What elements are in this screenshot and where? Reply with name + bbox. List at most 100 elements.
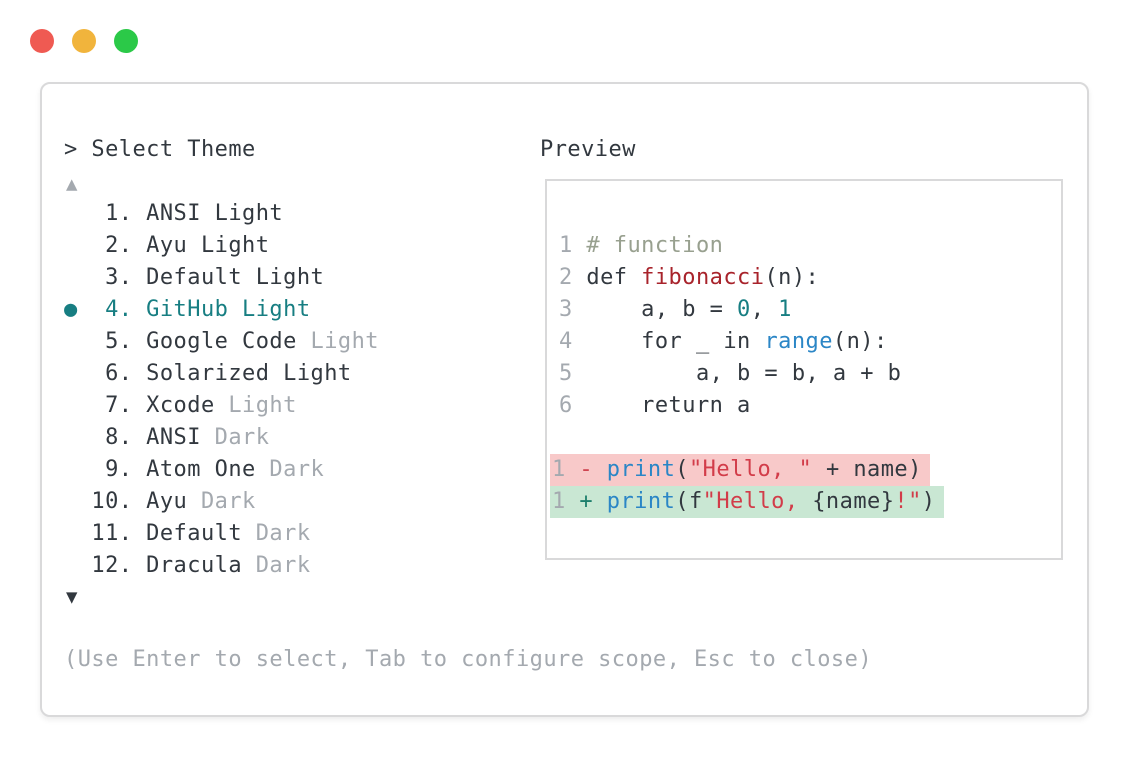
scroll-up-icon[interactable]: ▲ — [66, 173, 78, 195]
token-num: 1 — [552, 457, 566, 482]
theme-option-variant: Dark — [242, 553, 311, 578]
token-txt: (f — [675, 489, 703, 514]
marker-spacer — [64, 393, 91, 418]
code-line — [559, 422, 1061, 454]
theme-option-2[interactable]: 2. Ayu Light — [64, 230, 379, 262]
token-num: 6 — [559, 393, 587, 418]
token-txt: def — [586, 265, 642, 290]
theme-option-variant: Dark — [200, 425, 270, 450]
minimize-button[interactable] — [72, 29, 96, 53]
theme-option-label: 5. Google Code — [91, 329, 297, 354]
theme-option-label: 3. Default Light — [91, 265, 325, 290]
marker-spacer — [64, 233, 91, 258]
theme-option-5[interactable]: 5. Google Code Light — [64, 326, 379, 358]
token-txt: return a — [586, 393, 751, 418]
theme-option-variant: Light — [214, 393, 297, 418]
token-txt: for _ in — [586, 329, 765, 354]
diff-line-ins: 1 + print(f"Hello, {name}!") — [550, 486, 1061, 518]
token-num: 3 — [559, 297, 587, 322]
token-txt: ) — [921, 489, 936, 514]
theme-option-label: 7. Xcode — [91, 393, 215, 418]
marker-spacer — [64, 553, 91, 578]
code-line: 2 def fibonacci(n): — [559, 262, 1061, 294]
token-num: 4 — [559, 329, 587, 354]
theme-option-label: 10. Ayu — [91, 489, 188, 514]
window-controls — [30, 29, 138, 53]
token-teal: 1 — [778, 297, 792, 322]
token-txt: a, b = — [586, 297, 738, 322]
token-txt: ( — [675, 457, 689, 482]
theme-option-4[interactable]: ● 4. GitHub Light — [64, 294, 379, 326]
theme-option-10[interactable]: 10. Ayu Dark — [64, 486, 379, 518]
marker-spacer — [64, 457, 91, 482]
zoom-button[interactable] — [114, 29, 138, 53]
token-str: "Hello, " — [688, 457, 813, 482]
close-button[interactable] — [30, 29, 54, 53]
select-theme-prompt: > Select Theme — [64, 137, 256, 162]
theme-option-label: 1. ANSI Light — [91, 201, 284, 226]
preview-title: Preview — [540, 137, 636, 162]
theme-list: 1. ANSI Light 2. Ayu Light 3. Default Li… — [64, 198, 379, 582]
token-num: 5 — [559, 361, 587, 386]
token-fn: fibonacci — [641, 265, 765, 290]
token-num: 1 — [552, 489, 566, 514]
token-txt: (n): — [764, 265, 820, 290]
diff-removed-highlight: 1 - print("Hello, " + name) — [550, 454, 930, 486]
token-num: 2 — [559, 265, 587, 290]
marker-spacer — [64, 521, 91, 546]
theme-option-variant: Dark — [187, 489, 256, 514]
theme-option-6[interactable]: 6. Solarized Light — [64, 358, 379, 390]
theme-option-label: 2. Ayu Light — [91, 233, 270, 258]
token-str: !" — [894, 489, 922, 514]
theme-option-variant: Light — [296, 329, 379, 354]
theme-option-label: 11. Default — [91, 521, 243, 546]
token-teal: 0 — [737, 297, 751, 322]
code-line: 3 a, b = 0, 1 — [559, 294, 1061, 326]
token-txt: (n): — [832, 329, 888, 354]
theme-option-variant: Dark — [255, 457, 325, 482]
theme-option-label: 4. GitHub Light — [91, 297, 311, 322]
token-str: "Hello, — [702, 489, 813, 514]
theme-option-9[interactable]: 9. Atom One Dark — [64, 454, 379, 486]
code-line: 5 a, b = b, a + b — [559, 358, 1061, 390]
marker-spacer — [64, 361, 91, 386]
keyboard-hints: (Use Enter to select, Tab to configure s… — [64, 647, 873, 672]
code-line: 1 # function — [559, 230, 1061, 262]
marker-spacer — [64, 489, 91, 514]
theme-option-3[interactable]: 3. Default Light — [64, 262, 379, 294]
selected-bullet-icon: ● — [64, 297, 92, 322]
scroll-down-icon[interactable]: ▼ — [66, 586, 78, 608]
marker-spacer — [64, 265, 91, 290]
theme-picker-dialog: > Select Theme ▲ 1. ANSI Light 2. Ayu Li… — [40, 82, 1089, 717]
token-plus: + — [565, 489, 607, 514]
token-minus: - — [565, 457, 607, 482]
theme-option-label: 6. Solarized Light — [91, 361, 352, 386]
theme-option-label: 12. Dracula — [91, 553, 243, 578]
token-com: # function — [586, 233, 724, 258]
theme-option-variant: Dark — [242, 521, 311, 546]
theme-option-12[interactable]: 12. Dracula Dark — [64, 550, 379, 582]
marker-spacer — [64, 329, 91, 354]
code-line: 4 for _ in range(n): — [559, 326, 1061, 358]
code-line: 6 return a — [559, 390, 1061, 422]
theme-option-8[interactable]: 8. ANSI Dark — [64, 422, 379, 454]
token-txt: + name) — [812, 457, 922, 482]
marker-spacer — [64, 201, 91, 226]
marker-spacer — [64, 425, 91, 450]
theme-option-label: 8. ANSI — [91, 425, 201, 450]
theme-option-label: 9. Atom One — [91, 457, 256, 482]
token-blue: print — [606, 489, 676, 514]
token-txt: a, b = b, a + b — [586, 361, 902, 386]
token-blue: print — [606, 457, 676, 482]
theme-option-7[interactable]: 7. Xcode Light — [64, 390, 379, 422]
token-txt: {name} — [812, 489, 895, 514]
diff-line-del: 1 - print("Hello, " + name) — [550, 454, 1061, 486]
diff-added-highlight: 1 + print(f"Hello, {name}!") — [550, 486, 944, 518]
theme-option-11[interactable]: 11. Default Dark — [64, 518, 379, 550]
token-num: 1 — [559, 233, 587, 258]
theme-option-1[interactable]: 1. ANSI Light — [64, 198, 379, 230]
token-txt: , — [750, 297, 779, 322]
